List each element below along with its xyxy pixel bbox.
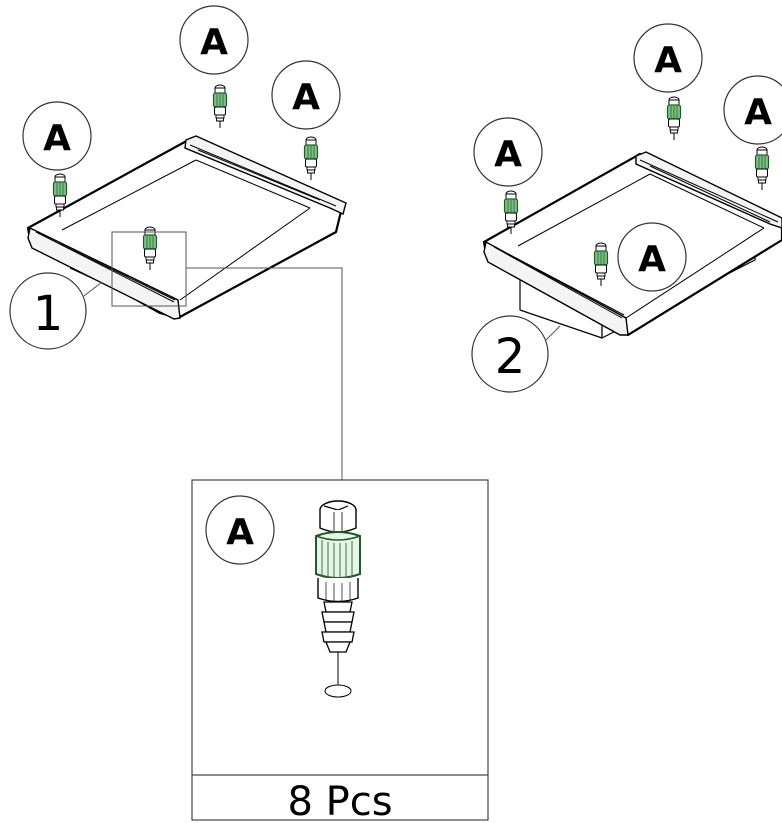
svg-text:2: 2 — [495, 329, 526, 385]
callout-a-tray2-right: A — [723, 75, 782, 145]
svg-text:A: A — [200, 22, 228, 63]
detail-leader-line — [186, 267, 343, 480]
step-2-callout: 2 — [471, 315, 561, 393]
svg-text:A: A — [43, 118, 71, 159]
svg-text:A: A — [654, 40, 682, 81]
dowel-tray1-back — [212, 84, 228, 129]
callout-a-tray1-right: A — [271, 60, 341, 130]
svg-text:A: A — [744, 92, 772, 133]
callout-a-tray1-back: A — [179, 5, 249, 75]
cam-dowel-icon — [315, 500, 361, 698]
callout-a-tray2-back: A — [633, 23, 703, 93]
svg-text:A: A — [292, 77, 320, 118]
quantity-label: 8 Pcs — [287, 779, 392, 823]
dowel-tray2-right — [754, 146, 770, 191]
dowel-tray1-right — [303, 136, 319, 181]
svg-text:A: A — [638, 239, 666, 280]
step-1-callout: 1 — [9, 272, 103, 350]
callout-a-tray1-left: A — [22, 101, 92, 171]
callout-a-detail: A — [205, 495, 275, 565]
svg-text:1: 1 — [33, 286, 64, 342]
detail-frame — [111, 231, 187, 307]
svg-text:A: A — [226, 512, 254, 553]
callout-a-tray2-left: A — [473, 117, 543, 187]
tray-1 — [26, 84, 347, 320]
callout-a-tray2-front: A — [617, 222, 687, 292]
dowel-tray2-back — [666, 96, 682, 141]
detail-panel: 8 Pcs A — [191, 479, 489, 823]
svg-text:A: A — [494, 134, 522, 175]
